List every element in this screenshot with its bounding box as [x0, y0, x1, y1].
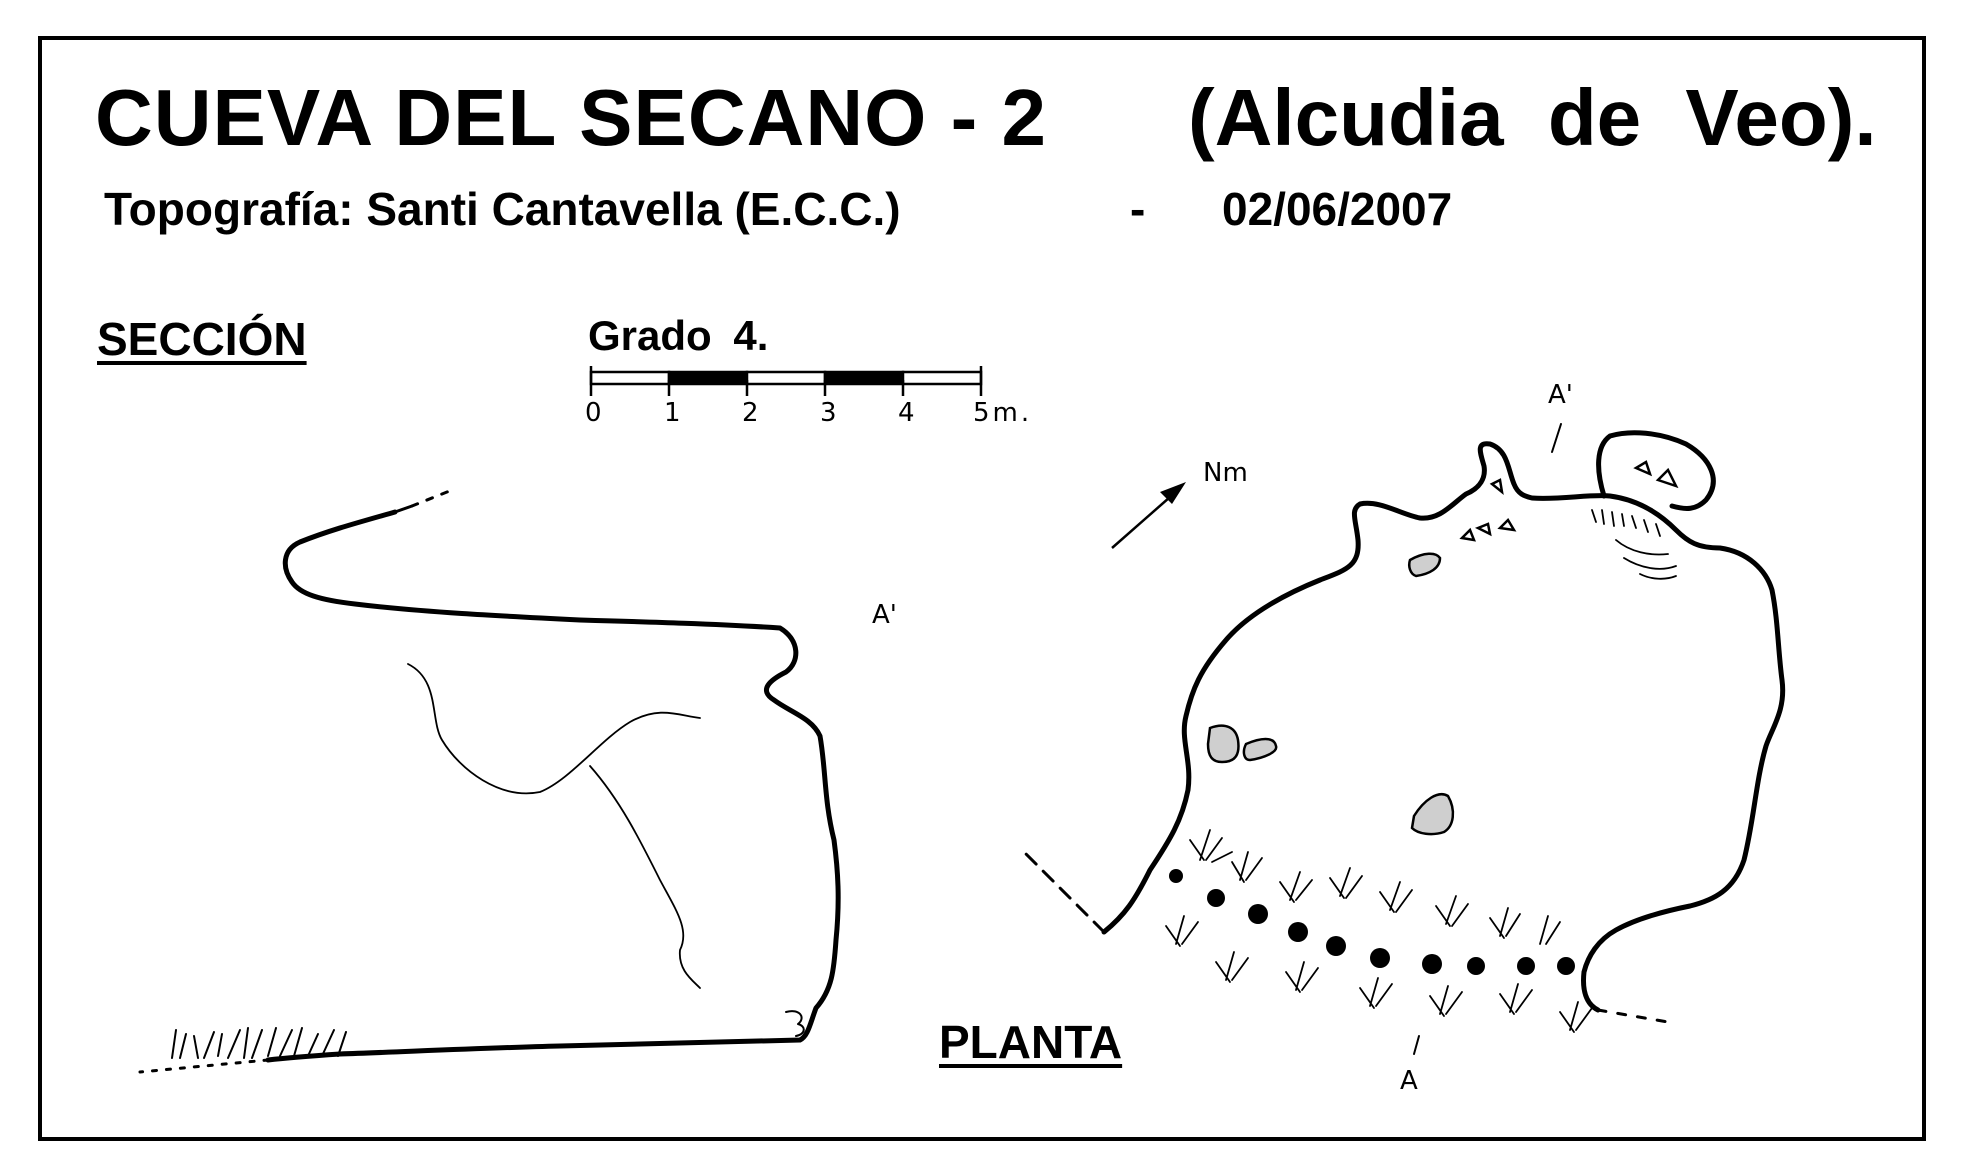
slope-hachures — [1591, 509, 1677, 580]
scale-bar — [589, 366, 983, 396]
section-marker-a-prime: A' — [872, 600, 897, 630]
plan-vegetation — [1165, 829, 1593, 1033]
scale-segment-1-2 — [667, 370, 749, 386]
plan-label: PLANTA — [939, 1016, 1123, 1068]
scale-tick-0: 0 — [585, 398, 602, 428]
scale-tick-4: 4 — [898, 398, 915, 428]
scale-segment-4-5 — [901, 370, 983, 386]
credit-separator: - — [1130, 183, 1146, 235]
section-label: SECCIÓN — [97, 313, 307, 365]
scale-tick-2: 2 — [742, 398, 759, 428]
plan-outline — [1018, 423, 1786, 1055]
cave-location: (Alcudia de Veo). — [1188, 73, 1877, 162]
map-frame — [38, 36, 1926, 1141]
plan-marker-a-prime: A' — [1548, 380, 1573, 410]
survey-date: 02/06/2007 — [1222, 183, 1453, 235]
section-profile — [138, 488, 841, 1074]
north-arrow-icon — [1111, 482, 1186, 549]
scale-segment-0-1 — [589, 370, 671, 386]
scale-segment-2-3 — [745, 370, 827, 386]
plan-boulders — [1169, 869, 1575, 975]
plan-blocks — [1206, 460, 1679, 836]
cave-title: CUEVA DEL SECANO - 2 — [95, 73, 1047, 162]
north-label: Nm — [1203, 458, 1248, 488]
scale-segment-3-4 — [823, 370, 905, 386]
survey-grade: Grado 4. — [588, 312, 769, 359]
plan-marker-a: A — [1400, 1066, 1418, 1096]
scale-end-label: 5m. — [973, 398, 1033, 428]
topography-credit: Topografía: Santi Cantavella (E.C.C.) — [104, 183, 901, 235]
scale-tick-3: 3 — [820, 398, 837, 428]
scale-tick-1: 1 — [664, 398, 681, 428]
